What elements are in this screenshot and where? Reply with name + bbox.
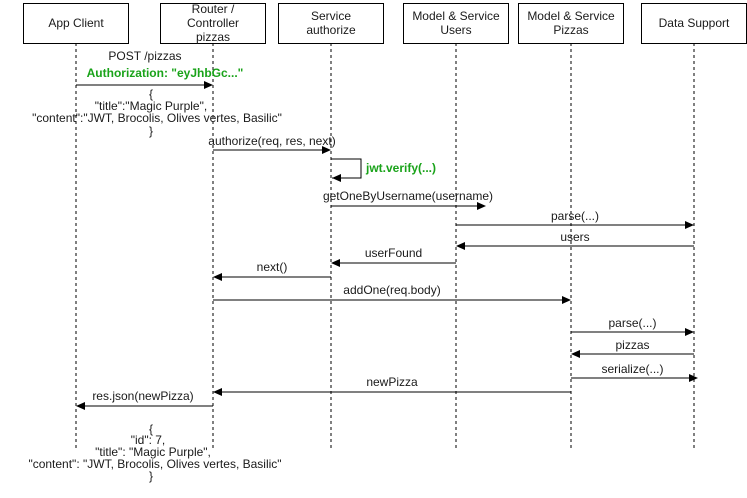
participant-data[interactable]: Data Support: [641, 3, 747, 44]
message-3[interactable]: getOneByUsername(username): [323, 189, 493, 210]
message-11[interactable]: serialize(...): [571, 362, 698, 382]
arrowhead-icon: [332, 174, 341, 182]
message-label: getOneByUsername(username): [323, 189, 493, 203]
participant-label: Service: [311, 9, 351, 23]
note-line: {: [149, 87, 153, 101]
message-5[interactable]: users: [456, 230, 694, 250]
note-line: {: [149, 422, 153, 436]
note-line: "content":"JWT, Brocolis, Olives vertes,…: [32, 111, 282, 125]
participant-label: Router /: [192, 2, 235, 16]
message-label: res.json(newPizza): [92, 389, 193, 403]
message-label: POST /pizzas: [108, 49, 181, 63]
message-1[interactable]: authorize(req, res, next): [208, 134, 336, 154]
arrowhead-icon: [456, 242, 465, 250]
arrowhead-icon: [204, 81, 213, 89]
authorization-header-label: Authorization: "eyJhbGc...": [87, 66, 244, 80]
message-4[interactable]: parse(...): [456, 209, 694, 229]
participant-label: pizzas: [196, 30, 230, 44]
message-9[interactable]: parse(...): [571, 316, 694, 336]
participant-label: Model & Service: [527, 9, 615, 23]
message-12[interactable]: newPizza: [213, 375, 571, 396]
participant-label: Data Support: [659, 16, 730, 30]
message-label: users: [560, 230, 589, 244]
participant-box: [23, 3, 129, 44]
participant-label: authorize: [306, 23, 356, 37]
arrowhead-icon: [213, 388, 222, 396]
arrowhead-icon: [213, 273, 222, 281]
participant-client[interactable]: App Client: [23, 3, 129, 44]
arrowhead-icon: [685, 221, 694, 229]
note-line: "title": "Magic Purple",: [95, 445, 211, 459]
arrowhead-icon: [571, 350, 580, 358]
message-13[interactable]: res.json(newPizza): [76, 389, 213, 410]
participant-box: [160, 3, 266, 44]
message-label: userFound: [365, 246, 422, 260]
message-label: parse(...): [608, 316, 656, 330]
message-label: newPizza: [366, 375, 418, 389]
message-label: authorize(req, res, next): [208, 134, 335, 148]
message-label: next(): [257, 260, 288, 274]
participant-box: [641, 3, 747, 44]
message-6[interactable]: userFound: [331, 246, 456, 267]
arrowhead-icon: [331, 259, 340, 267]
message-label: addOne(req.body): [343, 283, 440, 297]
arrowhead-icon: [322, 146, 331, 154]
note-line: "id": 7,: [131, 433, 166, 447]
arrowhead-icon: [477, 202, 486, 210]
participant-label: Users: [440, 23, 471, 37]
participant-box: [518, 3, 624, 44]
arrowhead-icon: [689, 374, 698, 382]
arrowhead-icon: [76, 402, 85, 410]
participant-label: Pizzas: [553, 23, 588, 37]
participant-label: Model & Service: [412, 9, 500, 23]
message-2[interactable]: jwt.verify(...): [331, 158, 436, 182]
message-10[interactable]: pizzas: [571, 338, 694, 358]
note-line: }: [149, 124, 153, 138]
message-label: pizzas: [615, 338, 649, 352]
message-label: parse(...): [551, 209, 599, 223]
note-line: "content": "JWT, Brocolis, Olives vertes…: [28, 457, 281, 471]
self-message-line: [331, 158, 362, 179]
participant-box: [403, 3, 509, 44]
message-8[interactable]: addOne(req.body): [213, 283, 571, 304]
note-line: }: [149, 469, 153, 483]
request-body-note: {"title":"Magic Purple","content":"JWT, …: [32, 87, 282, 138]
participant-label: Controller: [187, 16, 239, 30]
arrowhead-icon: [562, 296, 571, 304]
response-body-note: {"id": 7,"title": "Magic Purple","conten…: [28, 422, 281, 483]
participant-label: App Client: [48, 16, 104, 30]
participant-box: [278, 3, 384, 44]
note-line: "title":"Magic Purple",: [95, 99, 207, 113]
message-7[interactable]: next(): [213, 260, 331, 281]
message-label: serialize(...): [601, 362, 663, 376]
message-label: jwt.verify(...): [365, 161, 436, 175]
arrowhead-icon: [685, 328, 694, 336]
